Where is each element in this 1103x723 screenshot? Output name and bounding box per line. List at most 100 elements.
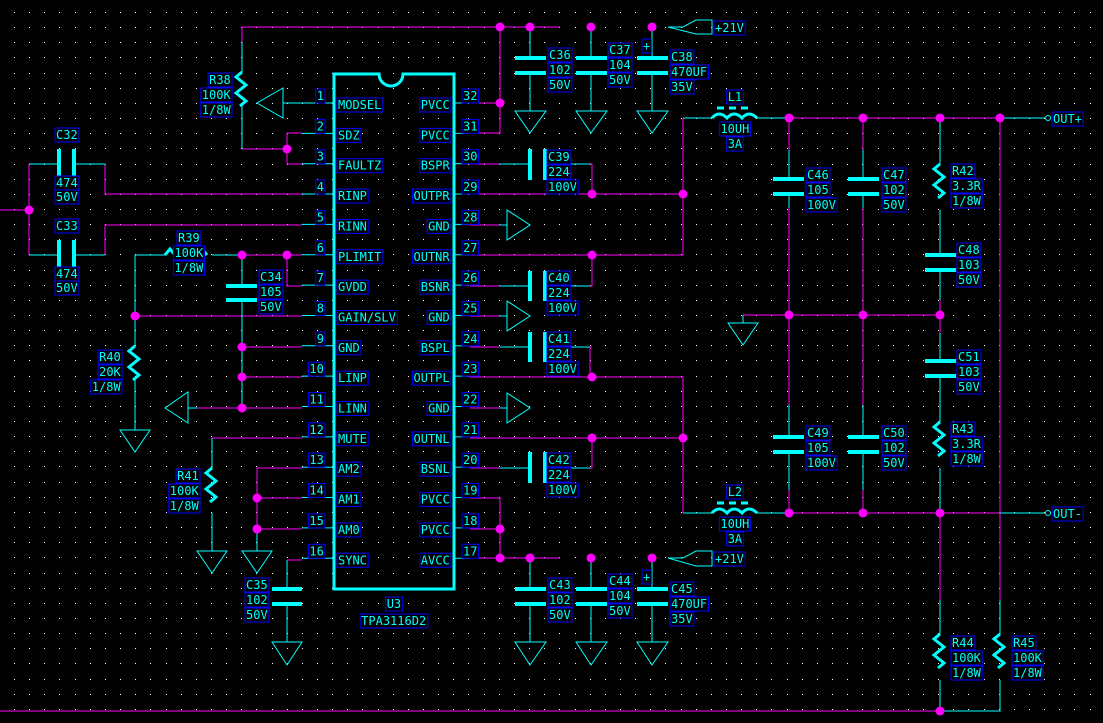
polarity-mark: +	[641, 569, 652, 585]
junction-dot	[935, 310, 945, 320]
c39-label-text: 100V	[548, 180, 577, 194]
pin-name-pvcc: PVCC	[419, 97, 452, 113]
pin-name-plimit-text: PLIMIT	[338, 250, 381, 264]
r44-label-text: 1/8W	[952, 666, 982, 680]
c44-label: 104	[607, 588, 633, 604]
c50-label: 102	[881, 440, 907, 456]
pin-name-gnd-text: GND	[428, 219, 450, 233]
pin-name-outpr-text: OUTPR	[414, 189, 451, 203]
c44-label: 50V	[607, 603, 633, 619]
pin-number-25-text: 25	[463, 301, 477, 315]
r43-label: 3.3R	[950, 436, 983, 452]
r42-label: 3.3R	[950, 178, 983, 194]
pin-name-pvcc: PVCC	[419, 522, 452, 538]
pin-number-1-text: 1	[317, 89, 324, 103]
pin-name-sdz: SDZ	[336, 127, 362, 143]
c46-label-text: C46	[807, 168, 829, 182]
c43-label-text: 102	[549, 593, 571, 607]
c47-label-text: 102	[883, 183, 905, 197]
c49-label: C49	[805, 425, 831, 441]
junction-dot	[237, 250, 247, 260]
r40-label: R40	[97, 349, 123, 365]
junction-dot	[678, 433, 688, 443]
pin-name-modsel-text: MODSEL	[338, 98, 381, 112]
junction-dot	[252, 493, 262, 503]
r42-label-text: 1/8W	[952, 194, 982, 208]
labels: 1MODSEL2SDZ3FAULTZ4RINP5RINN6PLIMIT7GVDD…	[54, 20, 1084, 681]
r40-label: 20K	[97, 364, 123, 380]
pin-name-bspl-text: BSPL	[421, 341, 450, 355]
c34-label-text: C34	[260, 270, 282, 284]
junction-dot	[587, 250, 597, 260]
component-strokes	[29, 19, 1051, 712]
c48-label-text: C48	[958, 243, 980, 257]
pin-name-outnl: OUTNL	[412, 431, 452, 447]
c41-label-text: 100V	[548, 362, 577, 376]
c37-label: 104	[607, 57, 633, 73]
pin-number-29-text: 29	[463, 180, 477, 194]
c34-label: 105	[258, 284, 284, 300]
c37-label: 50V	[607, 72, 633, 88]
junction-dot	[282, 144, 292, 154]
c41-label-text: 224	[548, 347, 570, 361]
r38-label: 1/8W	[200, 102, 233, 118]
c48-label: 50V	[956, 272, 982, 288]
pin-number-28-text: 28	[463, 210, 477, 224]
c37-label-text: 104	[609, 58, 631, 72]
c44-label-text: 50V	[609, 604, 631, 618]
pin-number-13: 13	[307, 452, 326, 468]
pin-number-27-text: 27	[463, 241, 477, 255]
l2-label: L2	[726, 484, 744, 500]
pin-name-bspr: BSPR	[419, 158, 452, 174]
c42-label: C42	[546, 452, 572, 468]
port-vcc-bottom: +21V	[713, 551, 746, 567]
c32-label-text: 474	[56, 176, 78, 190]
pin-name-gain-slv-text: GAIN/SLV	[338, 310, 396, 324]
pin-name-am1-text: AM1	[338, 493, 360, 507]
pin-number-20: 20	[461, 452, 480, 468]
pin-name-am1: AM1	[336, 492, 362, 508]
c41-label: 100V	[546, 361, 579, 377]
pin-name-rinp: RINP	[336, 188, 369, 204]
junction-dot	[784, 508, 794, 518]
r42-label: 1/8W	[950, 193, 983, 209]
c39-label-text: 224	[548, 165, 570, 179]
r39-label-text: 1/8W	[174, 261, 204, 275]
pin-name-outnr: OUTNR	[412, 249, 452, 265]
ground-symbol	[119, 429, 151, 453]
l1-label-text: L1	[728, 90, 742, 104]
c38-label: 35V	[669, 79, 695, 95]
pin-number-24: 24	[461, 331, 480, 347]
pin-name-rinp-text: RINP	[338, 189, 367, 203]
c36-label: 50V	[547, 77, 573, 93]
pin-number-20-text: 20	[463, 453, 477, 467]
c51-label-text: C51	[958, 350, 980, 364]
pin-number-13-text: 13	[309, 453, 323, 467]
pin-number-10-text: 10	[309, 362, 323, 376]
r43-label-text: 3.3R	[952, 437, 982, 451]
pin-name-outpl-text: OUTPL	[414, 371, 450, 385]
pin-number-18-text: 18	[463, 514, 477, 528]
pin-number-28: 28	[461, 209, 480, 225]
junction-dot	[282, 250, 292, 260]
pin-number-18: 18	[461, 513, 480, 529]
pin-number-23: 23	[461, 361, 480, 377]
c43-label-text: 50V	[549, 608, 571, 622]
r45-label: 1/8W	[1011, 665, 1044, 681]
c47-label: C47	[881, 167, 907, 183]
c49-label-text: 105	[807, 441, 829, 455]
pin-number-17-text: 17	[463, 544, 477, 558]
c40-label: C40	[546, 270, 572, 286]
pin-name-gnd: GND	[426, 218, 452, 234]
pin-name-bsnr-text: BSNR	[421, 280, 451, 294]
c35-label-text: 102	[246, 593, 268, 607]
c39-label: 100V	[546, 179, 579, 195]
c43-label: 50V	[547, 607, 573, 623]
port-out-positive: OUT+	[1051, 111, 1084, 127]
r39-label: R39	[176, 230, 202, 246]
c43-label-text: C43	[549, 578, 571, 592]
wires	[0, 26, 1001, 712]
pin-number-32: 32	[461, 88, 480, 104]
l1-label-text: 3A	[728, 137, 743, 151]
pin-name-bsnl: BSNL	[419, 461, 452, 477]
